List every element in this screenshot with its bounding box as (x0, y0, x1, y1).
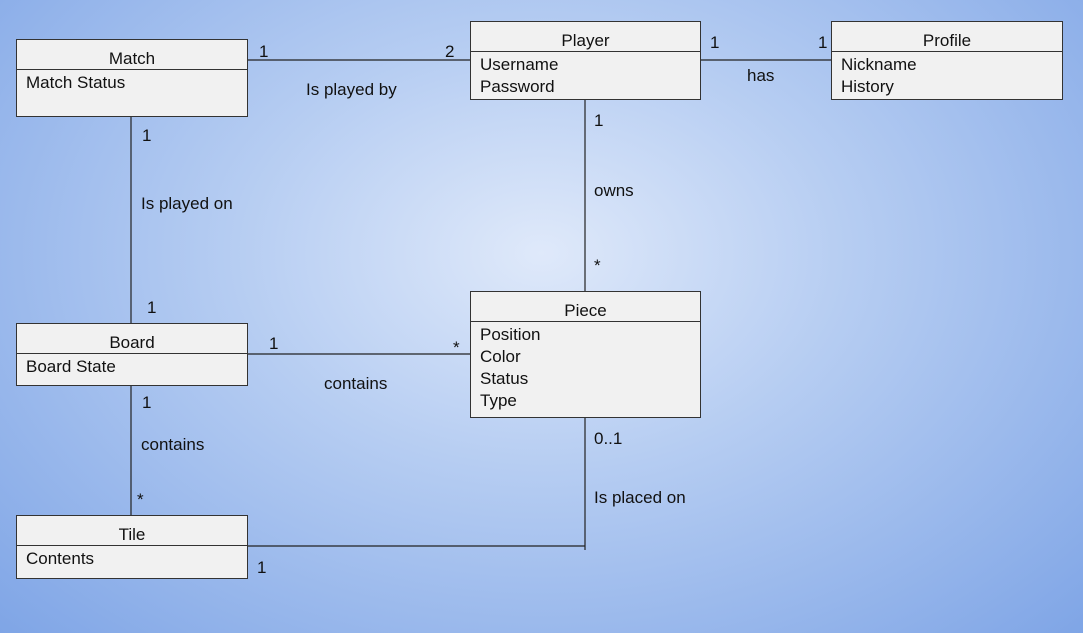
class-profile-attributes: Nickname History (832, 52, 1062, 98)
multiplicity: 2 (445, 42, 455, 61)
class-piece[interactable]: Piece Position Color Status Type (470, 291, 701, 418)
attribute: Position (480, 325, 541, 344)
class-match[interactable]: Match Match Status (16, 39, 248, 117)
attribute: Type (480, 391, 517, 410)
class-player-attributes: Username Password (471, 52, 700, 98)
attribute: History (841, 77, 894, 96)
attribute: Status (480, 369, 529, 388)
attribute: Board State (26, 357, 116, 376)
association-label: Is placed on (594, 488, 686, 507)
multiplicity: 1 (594, 111, 604, 130)
class-match-title: Match (17, 40, 247, 70)
class-board-attributes: Board State (17, 354, 247, 378)
class-player-title: Player (471, 22, 700, 52)
attribute: Contents (26, 549, 95, 568)
multiplicity: * (594, 256, 601, 275)
class-profile-title: Profile (832, 22, 1062, 52)
association-label: contains (141, 435, 205, 454)
class-tile[interactable]: Tile Contents (16, 515, 248, 579)
multiplicity: 1 (257, 558, 267, 577)
multiplicity: 1 (142, 393, 152, 412)
attribute: Match Status (26, 73, 126, 92)
association-label: Is played on (141, 194, 233, 213)
class-match-attributes: Match Status (17, 70, 247, 94)
association-label: Is played by (306, 80, 397, 99)
class-profile[interactable]: Profile Nickname History (831, 21, 1063, 100)
multiplicity: 1 (142, 126, 152, 145)
attribute: Nickname (841, 55, 917, 74)
association-label: contains (324, 374, 388, 393)
multiplicity: * (453, 338, 460, 357)
class-board[interactable]: Board Board State (16, 323, 248, 386)
class-piece-title: Piece (471, 292, 700, 322)
class-player[interactable]: Player Username Password (470, 21, 701, 100)
multiplicity: 1 (710, 33, 720, 52)
multiplicity: 0..1 (594, 429, 623, 448)
class-board-title: Board (17, 324, 247, 354)
multiplicity: 1 (259, 42, 269, 61)
attribute: Password (480, 77, 555, 96)
association-label: owns (594, 181, 634, 200)
multiplicity: 1 (147, 298, 157, 317)
class-tile-attributes: Contents (17, 546, 247, 570)
multiplicity: * (137, 490, 144, 509)
multiplicity: 1 (818, 33, 828, 52)
attribute: Username (480, 55, 559, 74)
multiplicity: 1 (269, 334, 279, 353)
attribute: Color (480, 347, 521, 366)
class-piece-attributes: Position Color Status Type (471, 322, 700, 412)
association-label: has (747, 66, 775, 85)
class-tile-title: Tile (17, 516, 247, 546)
